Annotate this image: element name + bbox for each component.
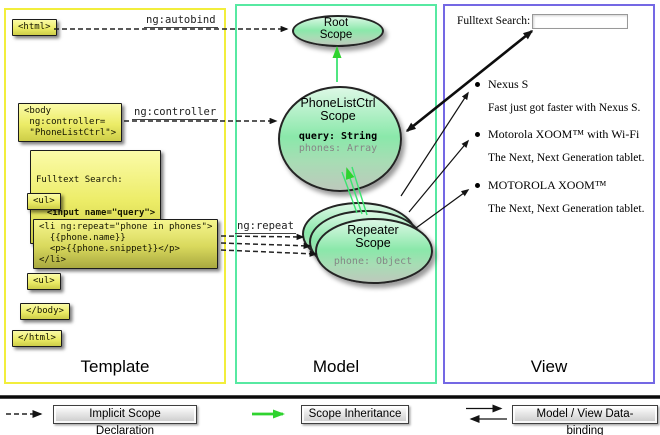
template-panel-title: Template (80, 357, 150, 376)
legend-implicit-scope-declaration: Implicit Scope Declaration (53, 405, 197, 435)
phone-name: Motorola XOOM™ with Wi-Fi (488, 127, 640, 141)
model-panel: Model (235, 4, 437, 384)
fulltext-search-label: Fulltext Search: (457, 15, 531, 27)
view-panel: View (443, 4, 655, 384)
phones-property: phones: Array (298, 143, 378, 154)
fulltext-search-input[interactable] (532, 14, 628, 29)
phone-snippet: The Next, Next Generation tablet. (488, 203, 645, 215)
code-box-li-repeat: <li ng:repeat="phone in phones"> {{phone… (33, 219, 219, 269)
phone-snippet: Fast just got faster with Nexus S. (488, 102, 641, 114)
repeater-scope-ellipse-front (315, 218, 433, 284)
code-box-body-close: </body> (20, 303, 70, 320)
query-property: query: String (298, 131, 378, 142)
legend-scope-inheritance: Scope Inheritance (301, 405, 409, 424)
code-box-body-open: <body ng:controller= "PhoneListCtrl"> (18, 103, 123, 142)
model-panel-title: Model (312, 357, 360, 376)
phonelistctrl-scope-label: PhoneListCtrl Scope (300, 96, 376, 123)
phone-name: MOTOROLA XOOM™ (488, 178, 607, 192)
root-scope-label: Root Scope (319, 17, 353, 41)
code-box-ul-open-1: <ul> (27, 193, 61, 210)
code-box-html-close: </html> (12, 330, 62, 347)
legend-binding-arrows (466, 404, 507, 423)
bullet-dot (475, 183, 480, 188)
ng-controller-label: ng:controller (132, 106, 219, 120)
repeater-scope-label: Repeater Scope (347, 223, 399, 250)
phone-property: phone: Object (333, 256, 413, 267)
view-panel-title: View (530, 357, 568, 376)
phone-name: Nexus S (488, 77, 529, 91)
code-box-html-open: <html> (12, 19, 57, 36)
ng-autobind-label: ng:autobind (144, 14, 218, 28)
bullet-dot (475, 132, 480, 137)
bullet-dot (475, 82, 480, 87)
code-box-ul-open-2: <ul> (27, 273, 61, 290)
ng-repeat-label: ng:repeat (235, 220, 296, 234)
legend-model-view-data-binding: Model / View Data-binding (512, 405, 658, 435)
phonelistctrl-scope-properties: query: String phones: Array (278, 131, 398, 155)
phone-snippet: The Next, Next Generation tablet. (488, 152, 645, 164)
